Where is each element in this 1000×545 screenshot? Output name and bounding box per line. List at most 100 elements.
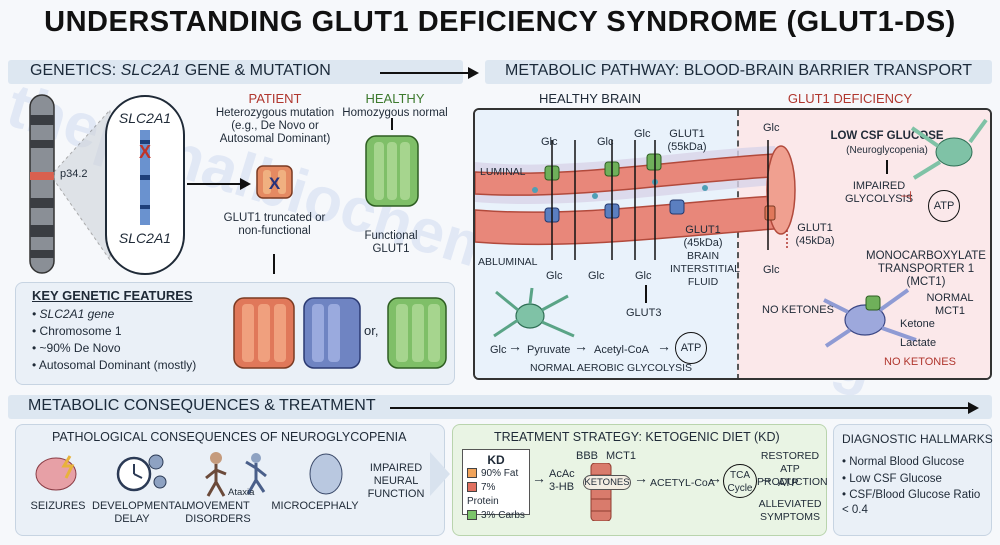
locus-label: p34.2	[60, 168, 88, 180]
gene-label-top: SLC2A1	[118, 110, 172, 126]
genetics-arrow-head	[468, 67, 479, 79]
alleviated-label: ALLEVIATED SYMPTOMS	[758, 498, 822, 523]
glc-label: Glc	[635, 270, 652, 282]
acetylcoa-arrow: →	[708, 470, 722, 486]
ataxia-label: Ataxia	[228, 487, 255, 498]
mct1-title: MONOCARBOXYLATE TRANSPORTER 1 (MCT1)	[866, 250, 986, 288]
healthy-neuron-icon	[493, 287, 575, 338]
glut3-arrow	[645, 285, 647, 303]
or-label: or,	[364, 323, 379, 338]
diagnostic-list: Normal Blood Glucose Low CSF Glucose CSF…	[842, 454, 990, 518]
diagnostic-item: CSF/Blood Glucose Ratio < 0.4	[842, 488, 990, 518]
kd-carbs-row: 3% Carbs	[467, 509, 525, 523]
pathway-heading: METABOLIC PATHWAY: BLOOD-BRAIN BARRIER T…	[505, 62, 973, 79]
healthy-brain-title: HEALTHY BRAIN	[538, 91, 642, 106]
healthy-glut1-icon	[365, 135, 419, 207]
atp-treatment-label: ATP	[778, 477, 799, 489]
glut1-45-label: GLUT1 (45kDa)	[683, 224, 723, 249]
carbs-swatch	[467, 510, 477, 521]
low-csf-label: LOW CSF GLUCOSE	[830, 130, 944, 142]
restored-atp-label: RESTORED ATP PRODUCTION	[757, 450, 828, 488]
gene-strand: X	[139, 130, 151, 225]
consequence-developmental-delay: DEVELOPMENTAL DELAY	[92, 500, 188, 525]
capsule-arrow-head	[240, 178, 251, 190]
chain-arrow: →	[657, 338, 671, 354]
panel-divider	[737, 110, 739, 378]
diagnostic-item: Normal Blood Glucose	[842, 454, 990, 471]
glut3-label: GLUT3	[626, 307, 662, 319]
glc-label: Glc	[588, 270, 605, 282]
interstitial-label: BRAIN INTERSTITIAL FLUID	[670, 250, 741, 288]
genetics-arrow	[380, 72, 470, 74]
glut1-45-deficiency-label: GLUT1 (45kDa)	[795, 222, 835, 247]
kd-fat-row: 90% Fat	[467, 467, 525, 481]
kd-protein-row: 7% Protein	[467, 482, 499, 507]
svg-text:X: X	[269, 174, 281, 193]
acac-label: AcAc	[549, 468, 575, 480]
protein-swatch	[467, 482, 477, 493]
capsule-arrow	[187, 183, 242, 185]
glut1-55-label: GLUT1 (55kDa)	[667, 128, 707, 153]
bbb-vessel-icon	[590, 463, 612, 521]
glc-label: Glc	[634, 128, 651, 140]
glc-label: Glc	[546, 270, 563, 282]
diagnostic-item: Low CSF Glucose	[842, 471, 990, 488]
treatment-title: TREATMENT STRATEGY: KETOGENIC DIET (KD)	[494, 430, 780, 444]
feature-item: Chromosome 1	[32, 323, 196, 340]
feature-item: ~90% De Novo	[32, 340, 196, 357]
aerobic-label: NORMAL AEROBIC GLYCOLYSIS	[530, 362, 693, 374]
chain-arrow: →	[574, 338, 588, 354]
pyruvate-label: Pyruvate	[527, 344, 571, 356]
mutated-glut1-icon: X	[256, 165, 293, 199]
ketones-pill: KETONES	[583, 475, 631, 490]
chromosome-illustration	[29, 94, 111, 274]
no-ketones-red-label: NO KETONES	[884, 356, 956, 368]
abluminal-label: ABLUMINAL	[478, 256, 538, 268]
pathological-title: PATHOLOGICAL CONSEQUENCES OF NEUROGLYCOP…	[52, 430, 407, 444]
transporter-comparison-icons	[233, 297, 447, 369]
diagnostic-title: DIAGNOSTIC HALLMARKS	[842, 432, 993, 446]
healthy-title: HEALTHY	[365, 91, 425, 106]
healthy-arrow-up	[391, 118, 393, 130]
bbb-label: BBB	[576, 450, 599, 462]
patient-description: Heterozygous mutation (e.g., De Novo or …	[215, 107, 335, 145]
patient-title: PATIENT	[248, 91, 302, 106]
kd-label: KD	[487, 453, 505, 467]
healthy-description: Homozygous normal	[342, 107, 448, 119]
key-features-list: SLC2A1 gene Chromosome 1 ~90% De Novo Au…	[32, 306, 196, 374]
consequence-movement-disorders: MOVEMENT DISORDERS	[185, 500, 251, 525]
ketones-arrow: →	[634, 470, 648, 486]
hb-label: 3-HB	[549, 481, 575, 493]
impaired-glycolysis-label: IMPAIRED GLYCOLYSIS	[844, 180, 914, 205]
chain-glc: Glc	[490, 344, 507, 356]
deficiency-neuron-icon	[823, 288, 917, 348]
key-features-title: KEY GENETIC FEATURES	[32, 288, 193, 303]
consequences-heading: METABOLIC CONSEQUENCES & TREATMENT	[28, 397, 376, 414]
acetylcoa-treatment-label: ACETYL-CoA	[650, 477, 715, 489]
normal-mct1-label: NORMAL MCT1	[926, 292, 974, 317]
genetics-heading: GENETICS: SLC2A1 GENE & MUTATION	[30, 62, 331, 79]
consequence-microcephaly: MICROCEPHALY	[271, 500, 359, 512]
consequences-arrow	[390, 407, 970, 409]
gene-label-bottom: SLC2A1	[118, 230, 172, 246]
glc-label: Glc	[763, 122, 780, 134]
page-title: UNDERSTANDING GLUT1 DEFICIENCY SYNDROME …	[44, 6, 956, 38]
patient-result: GLUT1 truncated or non-functional	[223, 212, 326, 237]
svg-text:X: X	[139, 142, 151, 162]
pathway-band	[485, 60, 992, 84]
feature-item: Autosomal Dominant (mostly)	[32, 357, 196, 374]
ketone-label: Ketone	[900, 318, 935, 330]
tca-arrow: →	[759, 470, 773, 486]
consequence-chevron	[430, 452, 450, 496]
kd-composition-box: KD 90% Fat 7% Protein 3% Carbs	[462, 449, 530, 521]
chain-arrow: →	[508, 338, 522, 354]
consequence-icons	[35, 452, 343, 497]
glc-label: Glc	[597, 136, 614, 148]
low-csf-arrow	[886, 160, 888, 174]
consequences-arrow-head	[968, 402, 979, 414]
pathological-panel	[15, 424, 445, 536]
mct1-label: MCT1	[606, 450, 636, 462]
kd-arrow: →	[532, 470, 546, 486]
atp-circle: ATP	[675, 332, 707, 364]
healthy-result: Functional GLUT1	[364, 230, 418, 255]
